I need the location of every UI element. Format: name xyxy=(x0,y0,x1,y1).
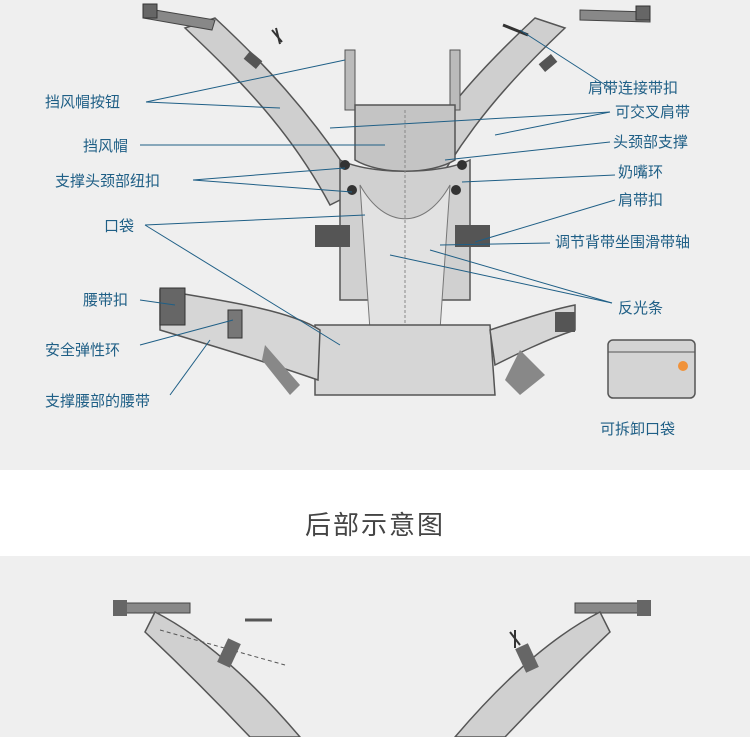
back-panel-bg xyxy=(0,556,750,737)
pacifier-clip-left xyxy=(271,27,283,45)
left-side-adjuster xyxy=(315,225,350,247)
safety-loop xyxy=(227,309,243,339)
back-carrier xyxy=(113,600,651,738)
waist-buckle-right xyxy=(555,312,575,332)
belt-tail-left xyxy=(262,345,300,395)
label-head-neck-support: 头颈部支撑 xyxy=(613,133,689,151)
waist-buckle xyxy=(159,287,186,326)
leader-lines-left xyxy=(139,59,385,396)
back-left-buckle xyxy=(113,600,127,616)
back-right-slider xyxy=(515,643,539,673)
front-carrier xyxy=(139,3,696,399)
back-right-buckle xyxy=(637,600,651,616)
label-detachable-pouch: 可拆卸口袋 xyxy=(600,420,676,438)
leader-lines-right xyxy=(329,29,616,304)
waist-belt-center xyxy=(314,324,496,396)
right-side-adjuster xyxy=(455,225,490,247)
label-waist-buckle: 腰带扣 xyxy=(83,291,129,309)
label-reflective-strip: 反光条 xyxy=(618,299,664,317)
back-diagram-title: 后部示意图 xyxy=(304,511,445,541)
left-buckle-top xyxy=(142,3,158,19)
pouch-logo-icon xyxy=(678,361,688,371)
back-pacifier-clip xyxy=(509,630,521,648)
label-hood-button: 挡风帽按钮 xyxy=(45,93,121,111)
left-strap-slider xyxy=(243,51,263,69)
right-strap-slider xyxy=(538,54,558,72)
neck-button-right-1 xyxy=(457,160,467,170)
label-cross-strap: 可交叉肩带 xyxy=(615,103,691,121)
detachable-pouch xyxy=(607,339,696,399)
neck-button-left-1 xyxy=(340,160,350,170)
label-strap-buckle: 肩带扣 xyxy=(618,191,664,209)
label-lumbar-belt: 支撑腰部的腰带 xyxy=(45,392,151,410)
right-strap-buckle xyxy=(502,23,529,37)
right-strap-webbing xyxy=(579,9,651,23)
right-buckle-top xyxy=(635,5,651,21)
label-safety-loop: 安全弹性环 xyxy=(45,341,121,359)
neck-button-right-2 xyxy=(451,185,461,195)
label-seat-slider: 调节背带坐围滑带轴 xyxy=(555,233,691,251)
label-strap-connector: 肩带连接带扣 xyxy=(588,79,679,97)
hood-strap-left xyxy=(344,49,356,111)
hood-strap-right xyxy=(449,49,461,111)
label-pocket: 口袋 xyxy=(104,217,135,235)
label-pacifier-loop: 奶嘴环 xyxy=(618,163,664,181)
label-hood: 挡风帽 xyxy=(83,137,129,155)
neck-button-left-2 xyxy=(347,185,357,195)
belt-tail-right xyxy=(505,350,545,395)
back-left-stitch xyxy=(159,629,286,666)
label-neck-support-button: 支撑头颈部纽扣 xyxy=(55,172,161,190)
back-left-slider xyxy=(217,638,241,668)
